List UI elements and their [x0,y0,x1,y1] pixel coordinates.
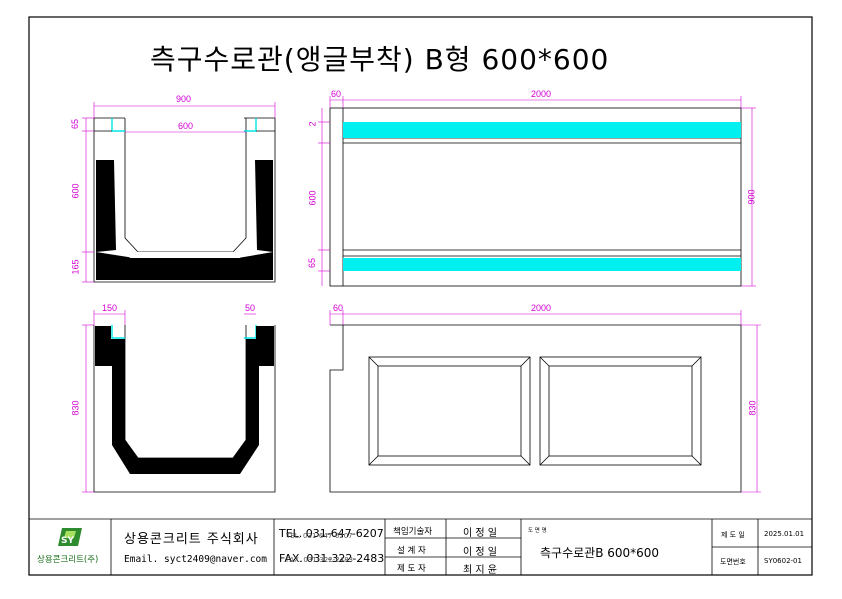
dim-bottom-length: 2000 [531,303,552,313]
date-label: 제 도 일 [721,531,745,539]
bottom-view [329,324,742,493]
svg-text:SY: SY [61,536,74,546]
front-fill-right [255,160,273,252]
drawing-number: SY0602-01 [764,557,802,565]
dim-front-top: 65 [70,118,81,130]
drawing-date: 2025.01.01 [764,530,805,538]
dim-front-inner: 600 [178,121,194,131]
company-name: 상용콘크리트 주식회사 [124,532,259,547]
dim-side-top-small: 2 [307,121,318,127]
dim-side-bot-small: 65 [307,257,318,269]
front-fill-inner [124,246,247,258]
section-fill-tl [95,326,125,366]
dim-front-height: 600 [70,183,81,199]
front-dim-lines [82,102,276,283]
company-fax: FAX. 031-322-2483 [279,552,385,565]
front-fill-left [96,160,116,252]
section-dim-lines [82,310,256,493]
drawing-title: 측구수로관(앵글부착) B형 600*600 [150,43,610,76]
sheet-frame [28,16,813,576]
company-logo-icon: SY [58,528,82,546]
dim-side-end: 60 [331,89,342,99]
title-block-lines [29,518,812,575]
section-fill-u [112,366,259,474]
dim-front-bottom: 165 [70,259,81,275]
dim-sect-height: 830 [70,400,81,416]
dim-side-length: 2000 [531,89,552,99]
role-designer: 설 계 자 [397,546,426,556]
role-chief-engineer: 책임기술자 [393,527,433,537]
dim-bottom-height: 830 [747,400,758,416]
dim-sect-lip: 50 [245,303,256,313]
side-angle-top [343,122,741,138]
drawing-name-label: 도 면 명 [528,528,547,534]
role-drafter: 제 도 자 [397,564,426,574]
drawing-name: 측구수로관B 600*600 [540,546,660,560]
dim-side-height: 900 [746,189,757,205]
name-designer: 이 정 일 [463,547,497,558]
side-dim-lines [318,96,756,287]
name-drafter: 최 지 윤 [463,565,497,576]
bottom-dim-lines [329,310,761,493]
dim-front-width: 900 [176,94,192,104]
dim-bottom-end: 60 [333,303,344,313]
company-fax-overlap: FAX. 031-322-2483 [286,556,354,564]
dim-side-inner: 600 [307,190,318,206]
front-fill-bottom [96,252,273,280]
logo-text: 상용콘크리트(주) [37,555,99,565]
number-label: 도면번호 [720,558,746,566]
name-chief-engineer: 이 정 일 [463,528,497,539]
company-tel: TEL. 031-647-6207 [279,527,384,540]
section-fill-tr [246,326,274,366]
company-email: Email. syct2409@naver.com [124,554,267,565]
side-angle-bottom [343,258,741,271]
company-tel-overlap: TEL. 031-647-6207 [286,532,353,540]
dim-sect-flange: 150 [102,303,118,313]
